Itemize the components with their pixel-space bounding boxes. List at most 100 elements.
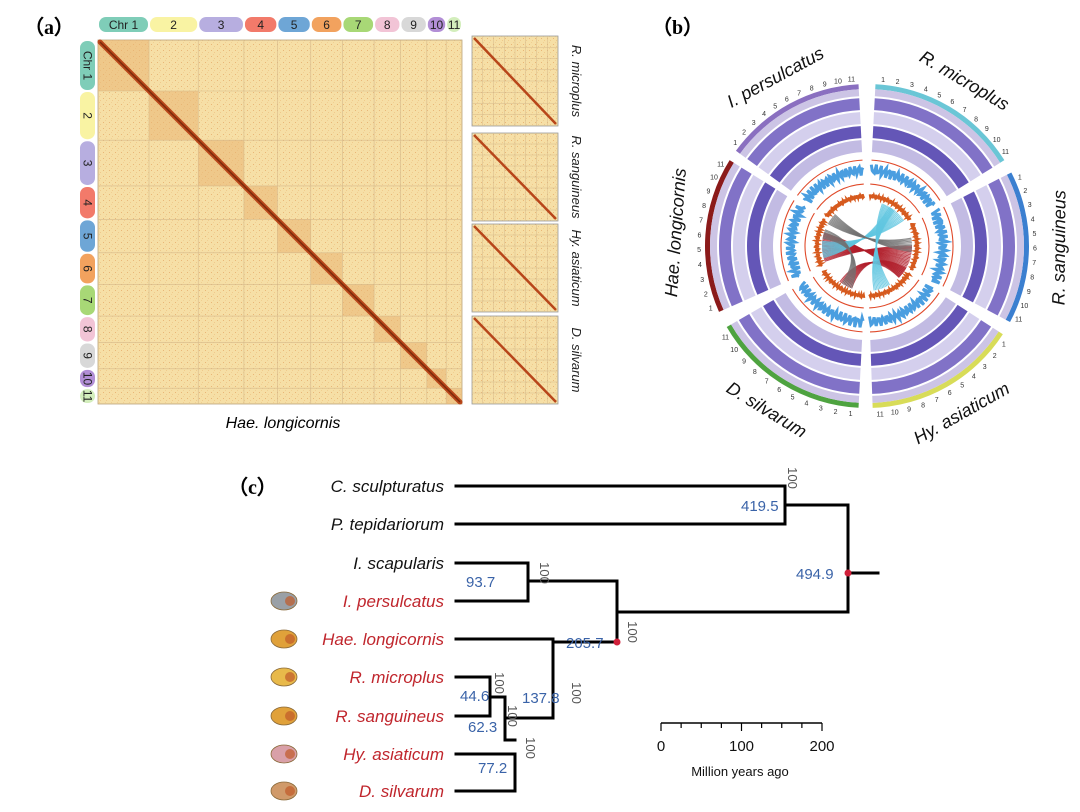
chrom-left-label-6: 6 <box>81 265 95 272</box>
gc-track-5 <box>799 280 865 328</box>
chrom-tick-1-5: 5 <box>773 103 777 110</box>
ring-4-4 <box>870 304 968 366</box>
bootstrap-1: 100 <box>785 467 800 489</box>
node-age-4: 205.7 <box>566 635 604 652</box>
chrom-left-6 <box>80 253 95 284</box>
chrom-top-11 <box>447 17 461 32</box>
taxon-label-4: I. persulcatus <box>343 592 445 611</box>
tick-icon-8 <box>270 744 298 764</box>
tick-icon-5 <box>270 629 298 649</box>
chrom-top-label-5: 5 <box>291 18 298 32</box>
chrom-tick-5-3: 3 <box>819 406 823 413</box>
small-diagonal-4 <box>473 317 557 403</box>
chrom-left-label-3: 3 <box>81 160 95 167</box>
ring-1-1 <box>739 89 860 158</box>
chrom-left-11 <box>80 389 95 403</box>
ring-1-3 <box>758 112 861 175</box>
ring-3-1 <box>999 174 1024 320</box>
chrom-tick-2-10: 10 <box>993 137 1001 144</box>
ring-1-2 <box>747 98 860 167</box>
chrom-top-9 <box>401 17 426 32</box>
ring-6-1 <box>710 162 740 310</box>
small-heatmap-label-1: R. microplus <box>569 45 584 118</box>
tick-icon-6 <box>270 667 298 687</box>
chrom-tick-1-9: 9 <box>823 81 827 88</box>
chrom-tick-1-2: 2 <box>742 130 746 137</box>
red-track-6-2 <box>804 212 815 272</box>
chrom-tick-3-9: 9 <box>1027 289 1031 296</box>
chrom-top-3 <box>199 17 243 32</box>
tick-icon-9 <box>270 781 298 801</box>
chrom-tick-5-9: 9 <box>742 358 746 365</box>
chrom-tick-6-7: 7 <box>699 217 703 224</box>
ring-3-4 <box>962 191 988 303</box>
chrom-tick-5-1: 1 <box>849 411 853 418</box>
gc-track-2 <box>869 163 936 208</box>
chrom-left-label-4: 4 <box>81 199 95 206</box>
chrom-left-label-9: 9 <box>81 352 95 359</box>
red-track-2-1 <box>871 159 941 201</box>
chrom-tick-4-10: 10 <box>891 410 899 417</box>
taxon-label-6: R. microplus <box>350 668 445 687</box>
chrom-tick-3-11: 11 <box>1015 316 1022 323</box>
inner-track-2 <box>868 191 913 221</box>
synteny-link <box>834 214 912 253</box>
chrom-tick-3-7: 7 <box>1032 260 1036 267</box>
chrom-left-7 <box>80 285 95 316</box>
chrom-top-label-7: 7 <box>355 18 362 32</box>
red-track-3-2 <box>921 217 930 276</box>
ring-5-3 <box>750 307 861 380</box>
chrom-tick-2-8: 8 <box>974 116 978 123</box>
ring-3-2 <box>987 178 1015 316</box>
chrom-tick-5-6: 6 <box>777 387 781 394</box>
small-diagonal-2 <box>473 134 557 220</box>
chrom-top-label-1: Chr 1 <box>109 18 139 32</box>
chrom-tick-2-6: 6 <box>950 99 954 106</box>
ring-3-3 <box>974 185 1002 309</box>
gc-track-4 <box>868 283 934 328</box>
chrom-tick-5-7: 7 <box>765 379 769 386</box>
red-track-2-2 <box>870 183 921 214</box>
node-age-2: 494.9 <box>796 566 834 583</box>
node-age-1: 419.5 <box>741 498 779 515</box>
chrom-tick-6-1: 1 <box>709 305 713 312</box>
chrom-tick-1-6: 6 <box>785 96 789 103</box>
red-track-6-1 <box>780 200 795 282</box>
chrom-tick-6-11: 11 <box>717 161 724 168</box>
tick-head <box>285 596 295 606</box>
chrom-tick-6-3: 3 <box>700 277 704 284</box>
hae-longicornis-heatmap <box>97 39 463 405</box>
bootstrap-3: 100 <box>625 621 640 643</box>
gc-track-3 <box>929 207 953 285</box>
ring-5-5 <box>775 293 863 352</box>
ring-1-4 <box>769 126 862 183</box>
chrom-tick-4-7: 7 <box>935 397 939 404</box>
tick-icons <box>270 591 298 801</box>
chrom-top-label-2: 2 <box>170 18 177 32</box>
red-track-1-2 <box>816 183 864 210</box>
chrom-left-label-10: 10 <box>81 372 95 386</box>
gc-track-6 <box>783 204 807 279</box>
bootstrap-6: 100 <box>505 705 520 727</box>
ring-1-5 <box>781 140 863 191</box>
chrom-left-8 <box>80 317 95 342</box>
chrom-left-1 <box>80 41 95 90</box>
chrom-left-label-7: 7 <box>81 297 95 304</box>
panel-c-label: （c） <box>228 476 277 499</box>
inner-track-3 <box>908 223 923 271</box>
chrom-tick-6-10: 10 <box>710 175 718 182</box>
bootstrap-2: 100 <box>537 562 552 584</box>
ring-6-4 <box>747 182 776 295</box>
chrom-tick-2-4: 4 <box>924 87 928 94</box>
chrom-tick-3-5: 5 <box>1033 231 1037 238</box>
node-age-3: 93.7 <box>466 574 495 591</box>
ring-5-4 <box>763 300 862 366</box>
scale-tick-label-2: 100 <box>729 738 754 755</box>
chrom-tick-1-11: 11 <box>848 77 855 84</box>
chrom-top-5 <box>278 17 310 32</box>
chrom-tick-4-11: 11 <box>877 411 884 418</box>
inner-track-6 <box>811 218 829 267</box>
